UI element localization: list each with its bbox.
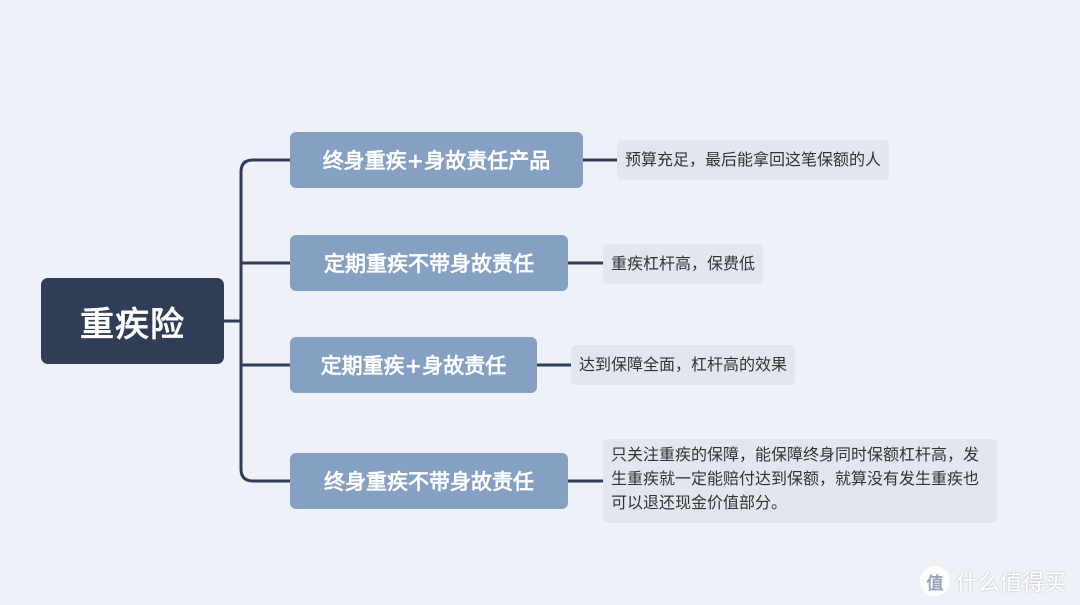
root-node: 重疾险 <box>41 278 224 364</box>
branch-label: 定期重疾不带身故责任 <box>324 252 534 276</box>
branch-node-4: 终身重疾不带身故责任 <box>290 453 568 509</box>
note-text: 重疾杠杆高，保费低 <box>611 254 756 273</box>
note-3: 达到保障全面，杠杆高的效果 <box>571 345 796 385</box>
trunk-line <box>239 158 292 483</box>
branch-node-2: 定期重疾不带身故责任 <box>290 235 568 291</box>
branch-label: 终身重疾+身故责任产品 <box>322 149 551 173</box>
branch-label: 终身重疾不带身故责任 <box>324 470 534 494</box>
note-text: 预算充足，最后能拿回这笔保额的人 <box>625 150 882 169</box>
note-4: 只关注重疾的保障，能保障终身同时保额杠杆高，发生重疾就一定能赔付达到保额，就算没… <box>603 439 997 523</box>
root-label: 重疾险 <box>80 304 185 345</box>
branch-label: 定期重疾+身故责任 <box>320 354 507 378</box>
branch-node-3: 定期重疾+身故责任 <box>290 337 537 393</box>
note-1: 预算充足，最后能拿回这笔保额的人 <box>617 140 890 180</box>
note-text: 只关注重疾的保障，能保障终身同时保额杠杆高，发生重疾就一定能赔付达到保额，就算没… <box>611 445 980 512</box>
watermark: 值 什么值得买 <box>919 565 1066 597</box>
note-2: 重疾杠杆高，保费低 <box>603 244 764 284</box>
watermark-text: 什么值得买 <box>955 571 1066 596</box>
watermark-logo-icon: 值 <box>919 566 950 596</box>
branch-node-1: 终身重疾+身故责任产品 <box>290 132 583 188</box>
note-text: 达到保障全面，杠杆高的效果 <box>579 355 788 374</box>
